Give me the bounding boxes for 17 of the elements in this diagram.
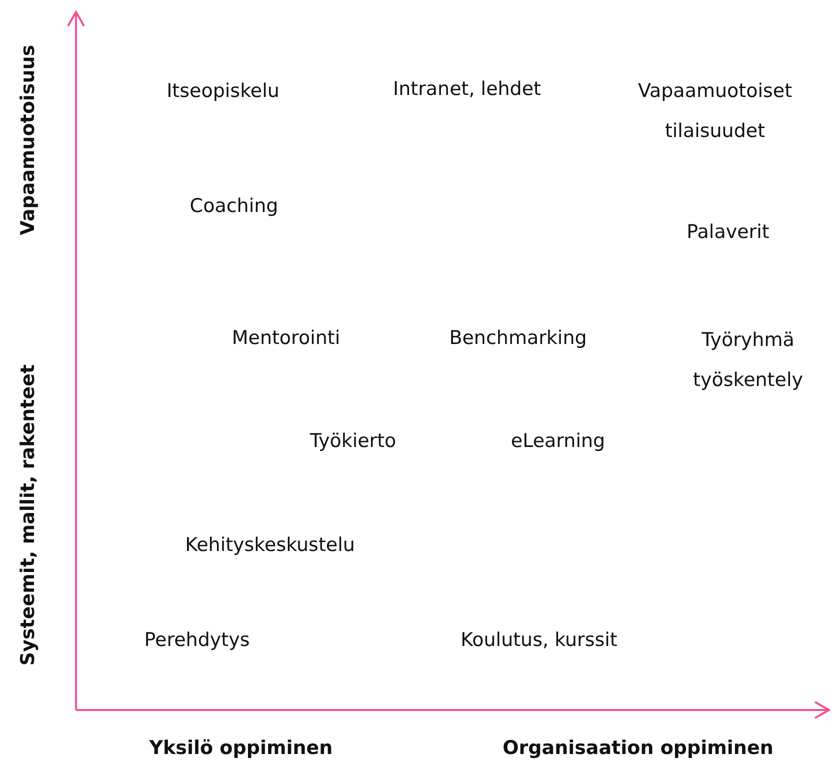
method-label: Koulutus, kurssit — [460, 628, 618, 653]
y-axis-label: Vapaamuotoisuus — [16, 44, 40, 236]
method-label: Intranet, lehdet — [392, 77, 542, 102]
method-label: Työryhmä työskentely — [692, 328, 804, 393]
method-label: Työkierto — [310, 429, 396, 454]
method-label: Perehdytys — [144, 628, 250, 653]
x-axis-label: Organisaation oppiminen — [502, 736, 774, 761]
method-label: Coaching — [190, 194, 278, 219]
method-label: Itseopiskelu — [166, 79, 280, 104]
method-label: Kehityskeskustelu — [185, 533, 355, 558]
method-label: Benchmarking — [449, 326, 587, 351]
method-label: Mentorointi — [232, 326, 340, 351]
y-axis-label: Systeemit, mallit, rakenteet — [16, 364, 40, 666]
method-label: eLearning — [510, 429, 606, 454]
method-label: Vapaamuotoiset tilaisuudet — [636, 79, 794, 144]
x-axis-label: Yksilö oppiminen — [149, 736, 333, 761]
method-label: Palaverit — [686, 220, 770, 245]
